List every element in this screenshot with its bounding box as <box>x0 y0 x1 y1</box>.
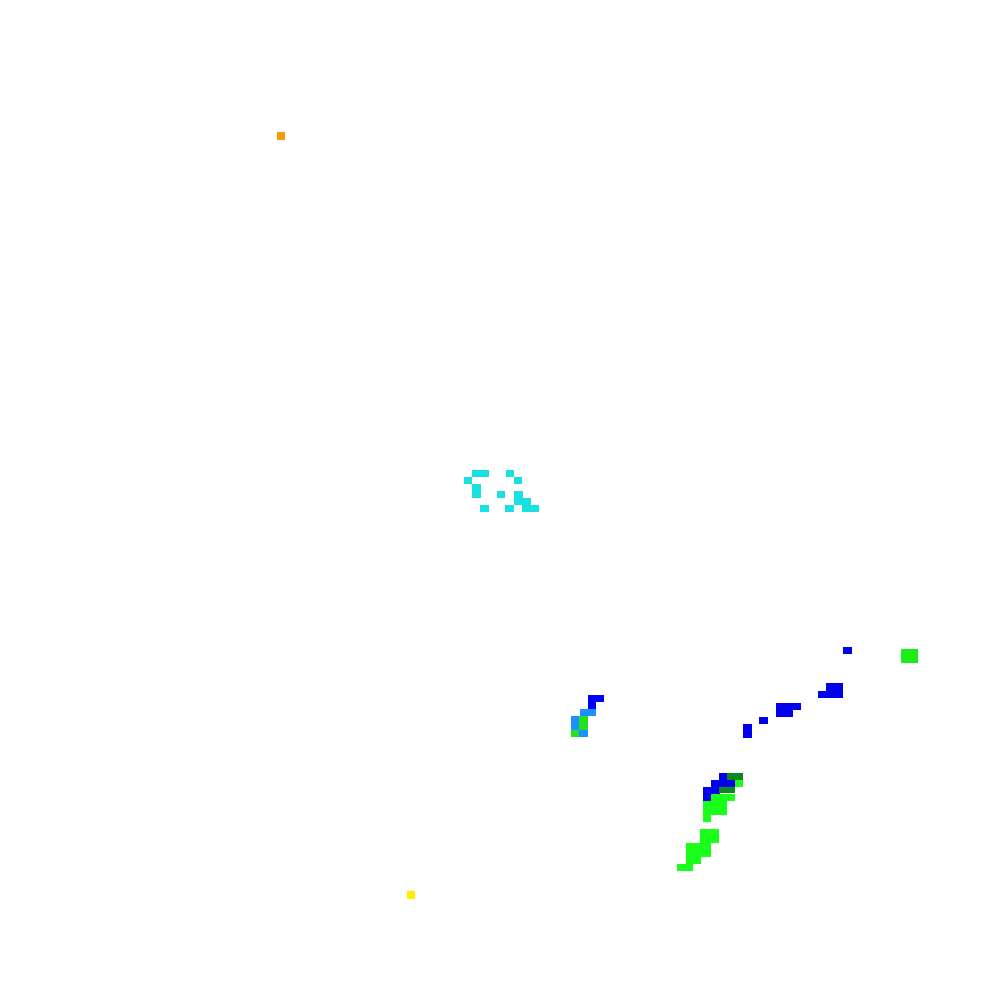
green-patch-right-cell <box>901 656 918 663</box>
cyan-cluster <box>464 470 539 512</box>
blue-hook <box>588 695 604 709</box>
sky-blue-fringe-cell <box>579 730 588 737</box>
yellow-speck <box>407 891 415 899</box>
green-patch-right <box>901 649 918 663</box>
blue-scatter-cell <box>743 731 752 738</box>
dark-green-core-cell <box>719 787 735 793</box>
cyan-cluster-cell <box>464 477 472 484</box>
blue-cell-cluster-cell <box>703 794 712 801</box>
cyan-cluster-cell <box>514 498 531 505</box>
green-streak-cell <box>703 815 711 822</box>
cyan-cluster-cell <box>480 505 489 512</box>
orange-speck-cell <box>277 132 285 140</box>
green-patch-right-cell <box>901 649 918 656</box>
green-fringe-cell <box>579 723 588 730</box>
cyan-cluster-cell <box>514 477 522 484</box>
cyan-cluster-cell <box>505 505 514 512</box>
blue-scatter <box>743 647 852 738</box>
green-streak-cell <box>677 864 693 871</box>
green-streak-cell <box>703 801 727 808</box>
cyan-cluster-cell <box>472 470 489 477</box>
sky-blue-fringe-cell <box>571 716 579 723</box>
yellow-speck-cell <box>407 891 415 899</box>
dark-green-core-cell <box>727 773 743 780</box>
cyan-cluster-cell <box>506 470 514 477</box>
green-streak-cell <box>735 780 743 787</box>
green-streak-cell <box>686 857 701 864</box>
sky-blue-fringe-cell <box>571 723 579 730</box>
blue-scatter-cell <box>743 724 752 731</box>
blue-cell-cluster-cell <box>826 683 843 692</box>
blue-cell-cluster-cell <box>818 691 843 698</box>
green-fringe-cell <box>579 716 588 723</box>
orange-speck <box>277 132 285 140</box>
precipitation-layer <box>277 132 918 899</box>
cyan-cluster-cell <box>522 505 539 512</box>
green-streak-cell <box>700 829 719 836</box>
sky-blue-fringe-cell <box>580 709 596 716</box>
blue-scatter-cell <box>759 717 768 724</box>
blue-cell-cluster-cell <box>703 787 720 794</box>
green-streak-cell <box>700 836 719 843</box>
green-streak-cell <box>711 794 735 801</box>
blue-hook-cell <box>588 695 604 702</box>
cyan-cluster-cell <box>497 491 505 498</box>
green-streak-cell <box>686 850 711 857</box>
green-streak <box>677 780 743 871</box>
cyan-cluster-cell <box>472 491 481 498</box>
cyan-cluster-cell <box>514 491 523 498</box>
blue-scatter-cell <box>776 703 801 710</box>
blue-hook-cell <box>588 702 596 709</box>
sky-blue-fringe <box>571 709 596 737</box>
green-streak-cell <box>703 808 727 815</box>
green-streak-cell <box>686 843 711 850</box>
blue-scatter-cell <box>843 647 852 654</box>
blue-cell-cluster-cell <box>711 780 735 787</box>
green-fringe-cell <box>571 730 579 737</box>
blue-scatter-cell <box>776 710 793 717</box>
cyan-cluster-cell <box>472 484 481 491</box>
green-fringe <box>571 716 588 737</box>
